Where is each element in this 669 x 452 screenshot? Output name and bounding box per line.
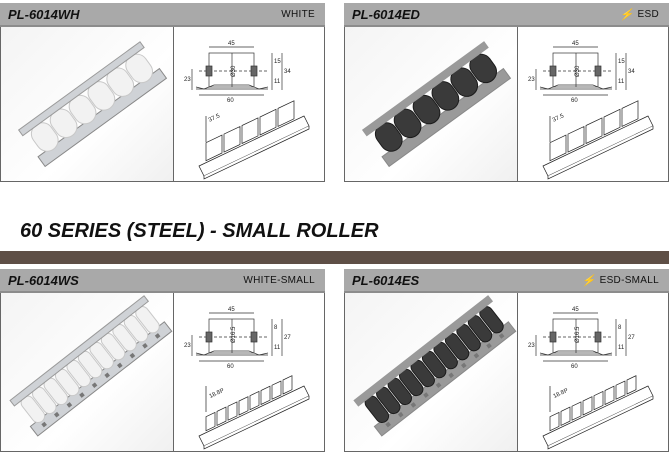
svg-text:27: 27 (628, 335, 635, 341)
svg-text:23: 23 (184, 77, 191, 83)
product-photo (353, 295, 517, 437)
dim-width: 45 (228, 307, 235, 313)
svg-text:8: 8 (274, 325, 278, 331)
svg-text:11: 11 (618, 345, 625, 351)
svg-text:11: 11 (274, 79, 281, 85)
pitch-label: 18.8P (209, 388, 226, 400)
section-divider-bar (0, 251, 669, 264)
cross-section-drawing: 45 Ø16.5 23 8 11 27 60 (184, 307, 291, 370)
product-card: PL-6014ED ⚡ESD 45 Ø30 23 15 11 34 60 37.5 (344, 3, 669, 182)
isometric-drawing: 18.8P (542, 375, 654, 450)
svg-text:11: 11 (274, 345, 281, 351)
card-header: PL-6014WH WHITE (0, 3, 325, 27)
drawing-panel: 45 Ø16.5 23 8 11 27 60 18.8P (518, 293, 668, 451)
cross-section-drawing: 45 Ø16.5 23 8 11 27 60 (528, 307, 635, 370)
drawing-panel: 45 Ø16.5 23 8 11 27 60 18.8P (174, 293, 324, 451)
card-header: PL-6014ES ⚡ESD-SMALL (344, 269, 669, 293)
svg-text:27: 27 (284, 335, 291, 341)
photo-panel (1, 27, 174, 181)
variant-label: WHITE-SMALL (243, 274, 315, 286)
svg-text:Ø30: Ø30 (231, 65, 237, 77)
svg-text:34: 34 (284, 69, 291, 75)
svg-text:11: 11 (618, 79, 625, 85)
lightning-icon: ⚡ (581, 274, 596, 287)
svg-text:Ø16.5: Ø16.5 (575, 326, 581, 343)
dim-width: 45 (572, 307, 579, 313)
svg-text:23: 23 (184, 343, 191, 349)
cross-section-drawing: 45 Ø30 23 15 11 34 60 (184, 41, 291, 104)
svg-text:15: 15 (274, 59, 281, 65)
isometric-drawing: 18.8P (198, 375, 310, 450)
pitch-label: 37.5 (208, 113, 222, 124)
variant-label: ESD-SMALL (599, 274, 659, 286)
product-code: PL-6014ED (352, 6, 420, 22)
product-card: PL-6014ES ⚡ESD-SMALL 45 Ø16.5 23 8 11 27 … (344, 269, 669, 452)
product-card: PL-6014WS WHITE-SMALL 45 Ø16.5 23 8 11 27… (0, 269, 325, 452)
drawing-panel: 45 Ø30 23 15 11 34 60 37.5 (518, 27, 668, 181)
card-header: PL-6014WS WHITE-SMALL (0, 269, 325, 293)
photo-panel (345, 27, 518, 181)
product-code: PL-6014WS (8, 272, 79, 288)
product-photo (17, 41, 168, 168)
photo-panel (1, 293, 174, 451)
svg-text:60: 60 (571, 364, 578, 370)
isometric-drawing: 37.5 (198, 100, 310, 180)
svg-text:Ø16.5: Ø16.5 (231, 326, 237, 343)
pitch-label: 18.8P (553, 388, 570, 400)
product-code: PL-6014WH (8, 6, 80, 22)
svg-text:Ø30: Ø30 (575, 65, 581, 77)
product-card: PL-6014WH WHITE 45 Ø30 23 15 11 34 60 37.… (0, 3, 325, 182)
svg-text:23: 23 (528, 343, 535, 349)
section-title: 60 SERIES (STEEL) - SMALL ROLLER (20, 220, 379, 242)
photo-panel (345, 293, 518, 451)
product-photo (361, 41, 512, 168)
svg-text:34: 34 (628, 69, 635, 75)
product-photo (9, 295, 173, 437)
dim-width: 45 (572, 41, 579, 47)
dim-width: 45 (228, 41, 235, 47)
variant-label: ESD (637, 8, 659, 20)
svg-text:60: 60 (227, 98, 234, 104)
svg-text:60: 60 (571, 98, 578, 104)
svg-text:60: 60 (227, 364, 234, 370)
lightning-icon: ⚡ (619, 8, 634, 21)
svg-text:8: 8 (618, 325, 622, 331)
drawing-panel: 45 Ø30 23 15 11 34 60 37.5 (174, 27, 324, 181)
isometric-drawing: 37.5 (542, 100, 654, 180)
pitch-label: 37.5 (552, 113, 566, 124)
svg-text:23: 23 (528, 77, 535, 83)
card-header: PL-6014ED ⚡ESD (344, 3, 669, 27)
svg-text:15: 15 (618, 59, 625, 65)
cross-section-drawing: 45 Ø30 23 15 11 34 60 (528, 41, 635, 104)
variant-label: WHITE (281, 8, 315, 20)
product-code: PL-6014ES (352, 272, 420, 288)
